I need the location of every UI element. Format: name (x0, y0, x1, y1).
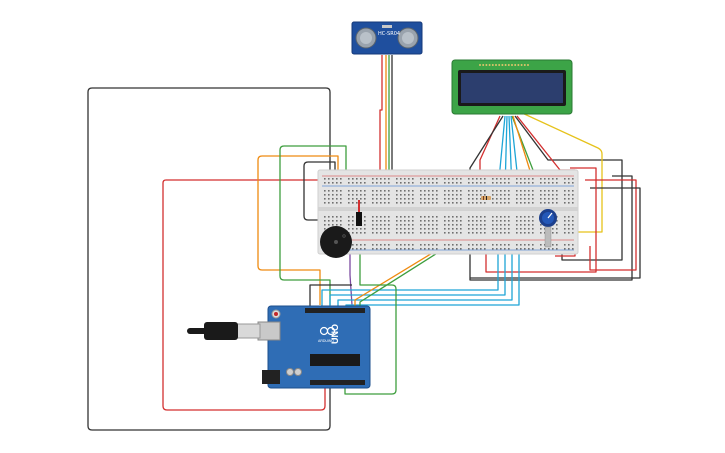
arduino-infinity-icon (319, 326, 336, 336)
wire-orange-loop[interactable] (257, 155, 339, 305)
lcd-pin-header (479, 64, 529, 66)
wire-lcd-13[interactable] (470, 187, 641, 279)
breadboard[interactable] (317, 169, 579, 255)
wire-sensor-vcc[interactable] (379, 55, 383, 172)
wire-lcd-9[interactable] (514, 115, 623, 261)
wire-purple-buzzer[interactable] (344, 251, 353, 306)
resistor[interactable] (481, 196, 491, 200)
wire-red-5v-loop[interactable] (162, 179, 352, 411)
usb-cable[interactable] (187, 322, 261, 340)
arduino-brand-label: ARDUINO (318, 339, 334, 343)
wire-black-arduino-top[interactable] (309, 284, 352, 315)
black-jumper-component[interactable] (356, 200, 362, 226)
wire-green-right-loop[interactable] (344, 252, 397, 395)
breadboard-holes (324, 178, 574, 250)
wire-black-gnd-loop[interactable] (87, 87, 331, 431)
piezo-buzzer[interactable] (320, 226, 352, 258)
wire-lcd-2[interactable] (469, 115, 633, 281)
ultrasonic-sensor[interactable]: HC-SR04 (351, 21, 423, 55)
wire-red-short[interactable] (485, 167, 597, 273)
uno-label: UNO (330, 324, 340, 344)
potentiometer[interactable] (539, 209, 557, 248)
arduino-uno[interactable]: UNO ARDUINO (257, 305, 371, 389)
power-jack (262, 370, 280, 384)
wire-green-loop[interactable] (279, 145, 347, 305)
lcd-16x2[interactable] (451, 59, 573, 115)
atmega-chip (310, 354, 360, 366)
usb-port (257, 321, 281, 341)
wire-black-buzzer[interactable] (303, 161, 336, 221)
wire-lcd-11[interactable] (519, 111, 603, 233)
wire-lcd-12[interactable] (585, 179, 637, 271)
sensor-label: HC-SR04 (378, 31, 400, 37)
